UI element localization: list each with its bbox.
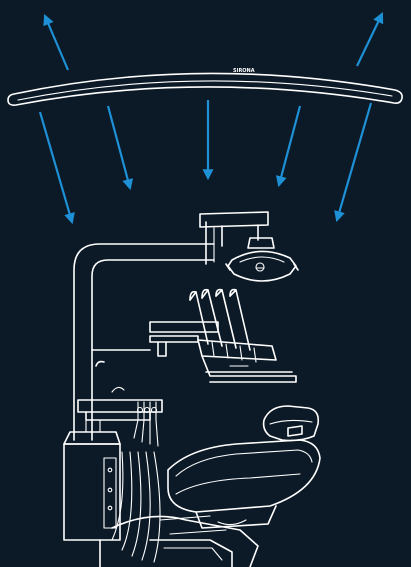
- operating-light-arm: [199, 211, 275, 265]
- operating-light-head: [225, 250, 299, 282]
- arrow-up-left: [43, 13, 70, 71]
- patient-chair-headrest: [262, 405, 320, 442]
- light-direction-arrows: [38, 12, 384, 225]
- assistant-element: [77, 360, 163, 447]
- ceiling-light-bar: SIRONA: [7, 68, 403, 106]
- support-pillar: [73, 243, 215, 441]
- arrow-up-right: [356, 12, 384, 67]
- doctor-element-arm: [91, 321, 219, 357]
- instrument-console: [197, 339, 297, 383]
- arrow-down-2: [106, 105, 134, 191]
- arrow-down-5: [334, 102, 373, 223]
- instrument-hoses: [189, 288, 257, 363]
- patient-chair-seat: [167, 439, 321, 529]
- dental-chair-unit: [63, 211, 321, 567]
- arrow-down-1: [38, 111, 75, 225]
- brand-label: SIRONA: [233, 68, 255, 74]
- arrow-down-4: [275, 105, 302, 188]
